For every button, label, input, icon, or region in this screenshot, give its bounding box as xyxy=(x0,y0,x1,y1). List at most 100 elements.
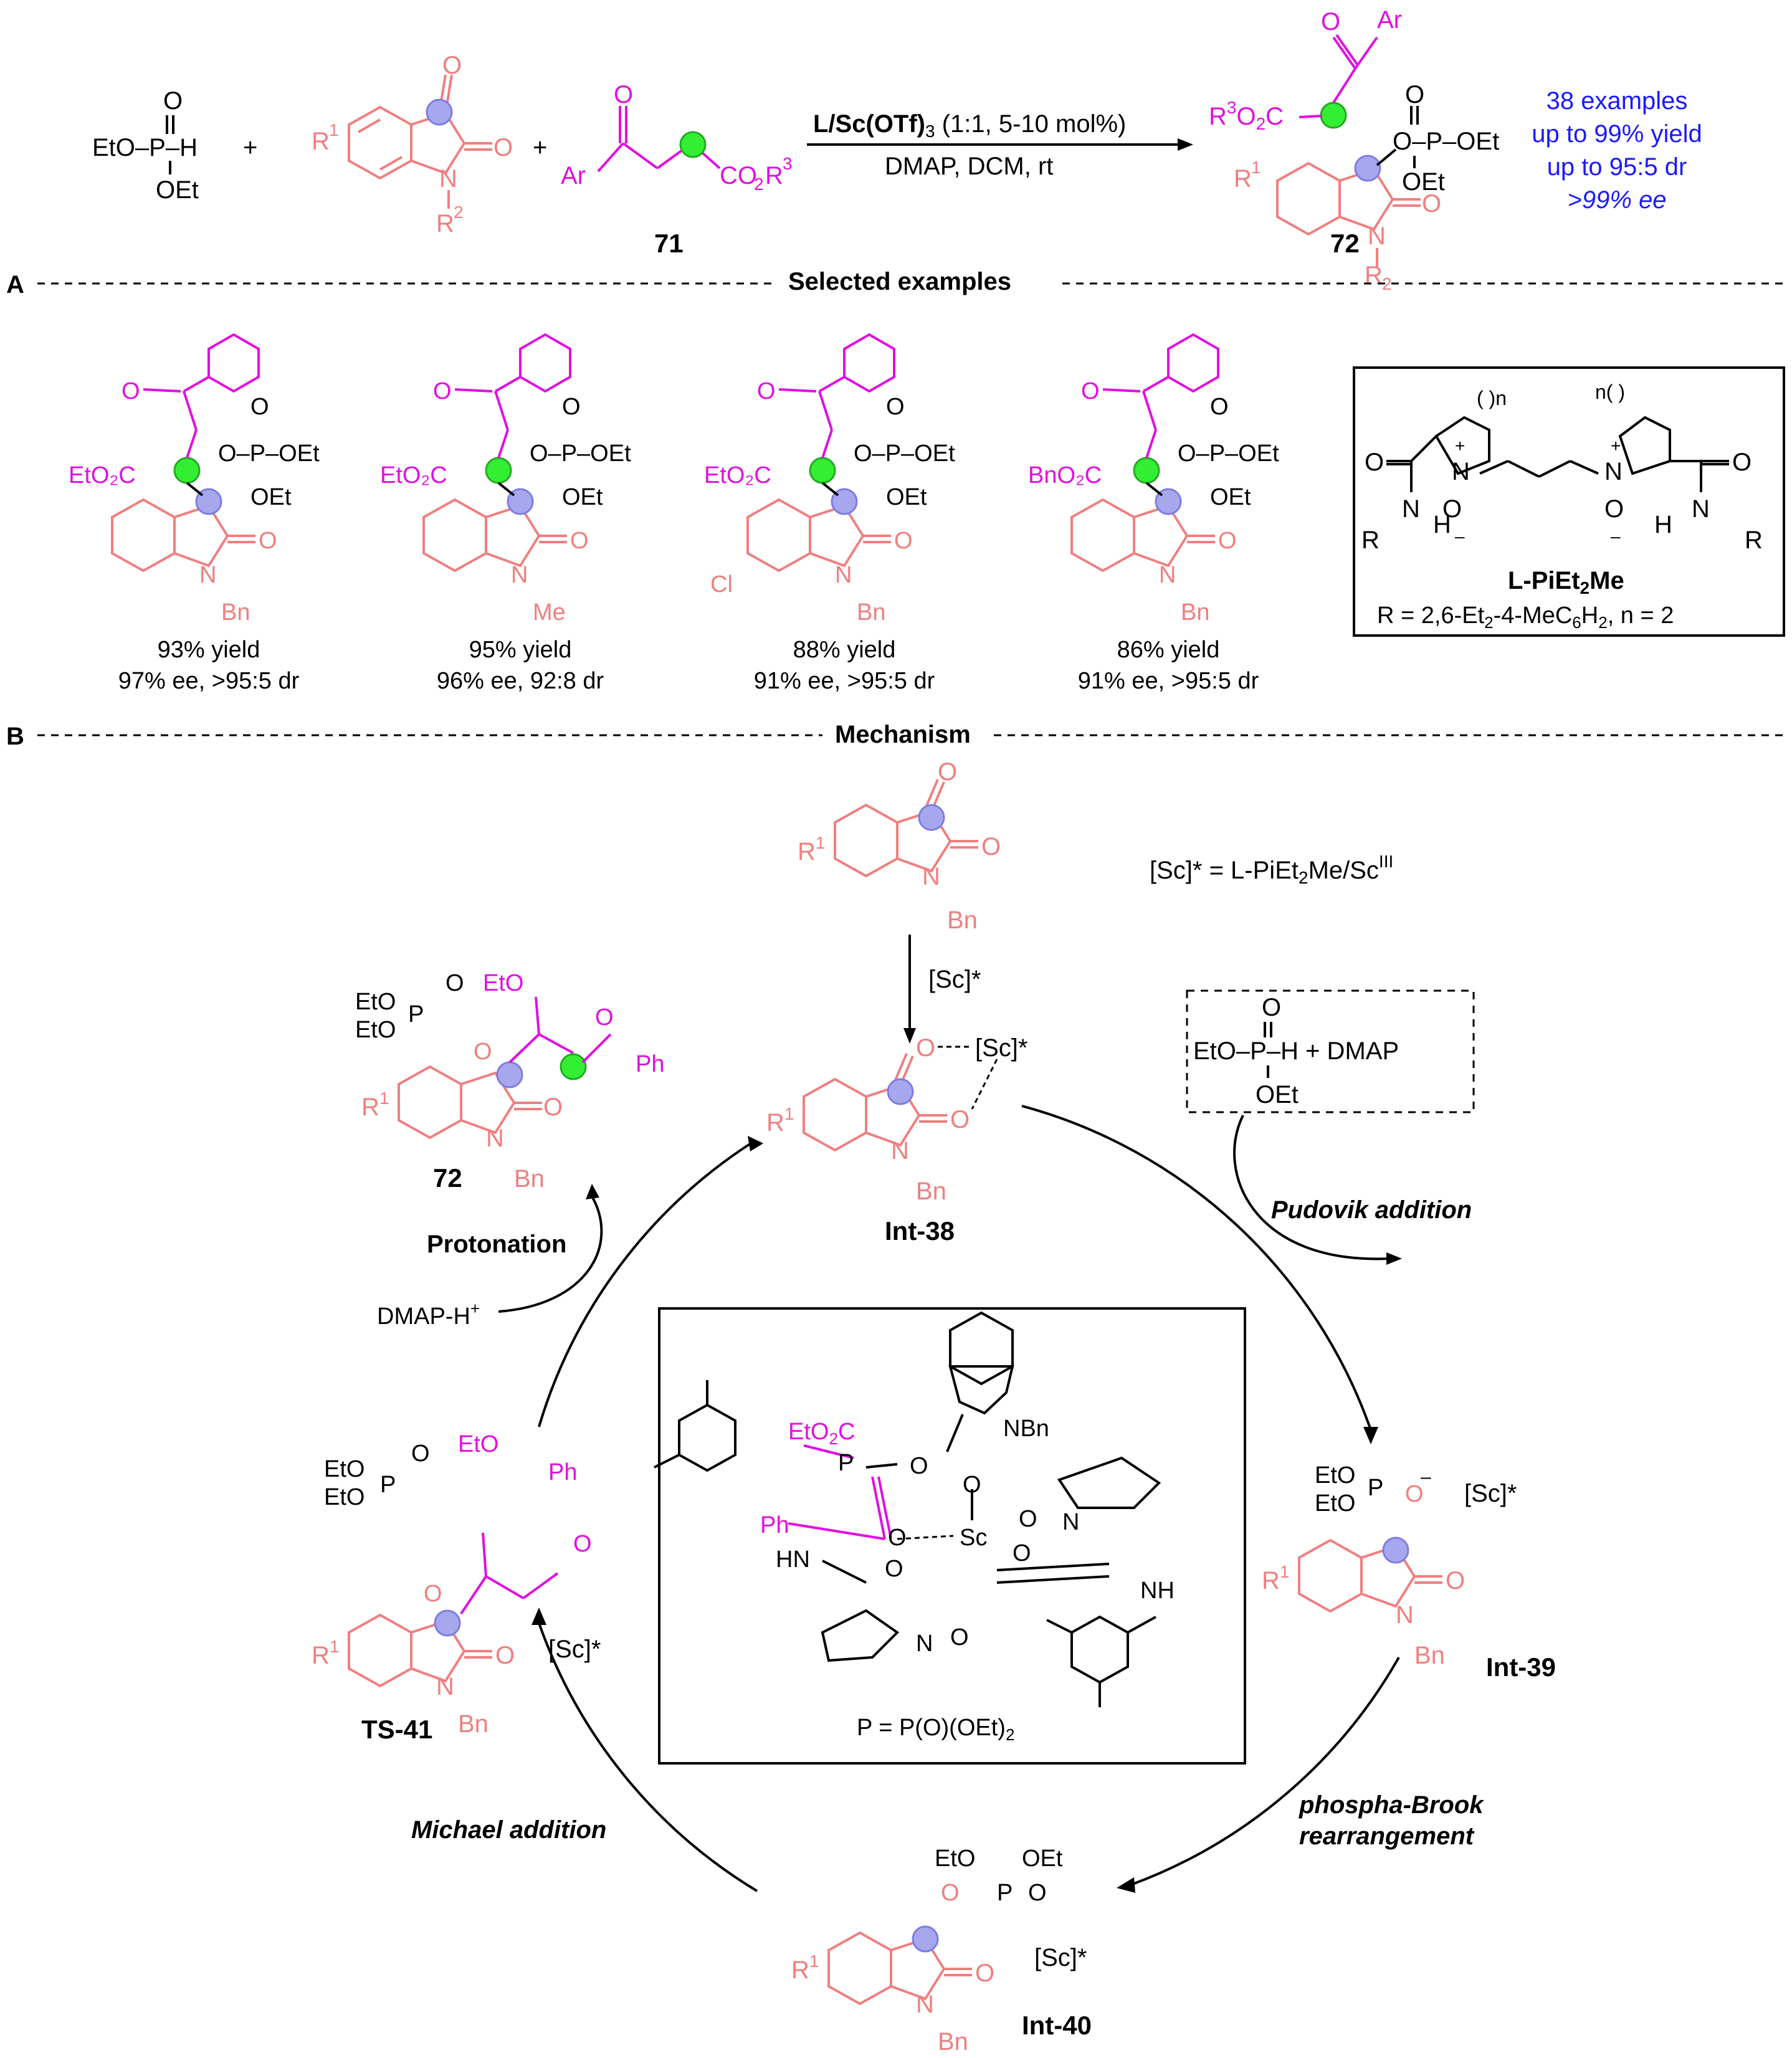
svg-text:R1: R1 xyxy=(798,833,825,865)
example-aryl-substituent: Cl xyxy=(710,571,733,598)
svg-text:N: N xyxy=(436,1673,454,1700)
step-protonation: Protonation xyxy=(427,1231,566,1258)
int-40: O N Bn R1 O EtO P O OEt [Sc]* Int-40 xyxy=(791,1846,1092,2056)
example-n-substituent: Bn xyxy=(857,599,885,626)
svg-text:R: R xyxy=(1234,165,1252,193)
svg-text:EtO: EtO xyxy=(355,989,396,1015)
svg-text:O: O xyxy=(1604,495,1624,523)
svg-text:R1: R1 xyxy=(766,1104,794,1136)
p-definition: P = P(O)(OEt)2 xyxy=(857,1715,1014,1744)
svg-text:Bn: Bn xyxy=(938,2028,968,2056)
reaction-arrow: L/Sc(OTf)3 (1:1, 5-10 mol%) DMAP, DCM, r… xyxy=(807,110,1193,180)
example-selectivity: 91% ee, >95:5 dr xyxy=(1078,668,1259,694)
example-n-substituent: Me xyxy=(533,599,566,626)
catalyst-definition: [Sc]* = L-PiEt2Me/ScIII xyxy=(1150,852,1393,887)
phosphite-formula: EtO–P–H xyxy=(92,134,198,161)
dmap-h: DMAP-H+ xyxy=(377,1299,480,1330)
svg-text:1: 1 xyxy=(329,120,339,140)
svg-text:[Sc]*: [Sc]* xyxy=(1464,1480,1517,1507)
svg-text:N: N xyxy=(922,863,940,890)
svg-text:–: – xyxy=(1455,526,1465,546)
svg-text:rearrangement: rearrangement xyxy=(1299,1822,1475,1850)
svg-text:EtO: EtO xyxy=(483,970,523,996)
svg-text:P: P xyxy=(408,1001,424,1027)
svg-text:Ph: Ph xyxy=(636,1051,664,1077)
svg-text:N: N xyxy=(1402,495,1420,523)
svg-text:O: O xyxy=(259,528,277,554)
svg-text:N: N xyxy=(1396,1601,1414,1629)
svg-text:OEt: OEt xyxy=(250,484,292,510)
section-a-title: Selected examples xyxy=(788,268,1011,295)
diethyl-phosphite: EtO–P–H O OEt xyxy=(92,87,199,204)
mechanism-isatin: O O N Bn R1 xyxy=(798,758,1001,934)
pudovik-reagents-box: EtO–P–H + DMAP O OEt xyxy=(1186,989,1475,1113)
svg-text:( )n: ( )n xyxy=(1477,387,1507,409)
example-selectivity: 96% ee, 92:8 dr xyxy=(437,668,604,694)
example-yield: 86% yield xyxy=(1117,637,1220,663)
example-ester: EtO₂C xyxy=(380,462,447,488)
svg-text:O: O xyxy=(981,833,1001,860)
svg-text:EtO: EtO xyxy=(458,1431,498,1457)
svg-text:N: N xyxy=(916,1631,933,1657)
svg-text:OEt: OEt xyxy=(1022,1846,1063,1872)
svg-text:O: O xyxy=(562,394,581,420)
svg-text:Bn: Bn xyxy=(947,907,978,934)
svg-text:O: O xyxy=(1218,528,1237,554)
svg-text:O: O xyxy=(1405,81,1424,108)
svg-text:O: O xyxy=(1365,449,1384,476)
mechanism-product-72: O N Bn R1 EtO EtO P O O EtO O Ph 72 xyxy=(355,970,664,1193)
svg-text:38 examples: 38 examples xyxy=(1547,87,1688,115)
summary-text: 38 examples up to 99% yield up to 95:5 d… xyxy=(1532,87,1702,214)
step-michael: Michael addition xyxy=(411,1816,606,1844)
catalytic-cycle: Pudovik addition phospha-Brook rearrange… xyxy=(377,1105,1484,1893)
svg-text:O: O xyxy=(493,134,513,161)
svg-text:EtO: EtO xyxy=(935,1846,975,1872)
example-n-substituent: Bn xyxy=(1181,599,1209,626)
svg-text:OEt: OEt xyxy=(1210,484,1251,510)
svg-text:N: N xyxy=(1368,222,1386,250)
svg-text:O: O xyxy=(1019,1506,1037,1532)
svg-text:O: O xyxy=(1732,449,1751,476)
svg-text:OEt: OEt xyxy=(1256,1081,1299,1108)
svg-text:O: O xyxy=(950,1106,970,1133)
step-phospha-brook: phospha-Brook xyxy=(1299,1791,1484,1819)
svg-text:O: O xyxy=(1442,495,1462,523)
plus-sign: + xyxy=(243,134,257,161)
svg-text:2: 2 xyxy=(754,174,764,194)
svg-text:TS-41: TS-41 xyxy=(361,1715,432,1744)
svg-text:+: + xyxy=(1611,436,1621,455)
svg-text:O: O xyxy=(573,1531,592,1557)
svg-text:O: O xyxy=(916,1034,935,1062)
svg-text:O: O xyxy=(1321,8,1340,36)
svg-text:OEt: OEt xyxy=(562,484,603,510)
ligand-definition: R = 2,6-Et2-4-MeC6H2, n = 2 xyxy=(1377,603,1674,632)
svg-text:[Sc]*: [Sc]* xyxy=(1034,1944,1087,1971)
svg-text:P: P xyxy=(380,1472,396,1498)
ligand-name: L-PiEt2Me xyxy=(1508,567,1624,598)
svg-text:–: – xyxy=(1611,526,1621,546)
svg-text:EtO: EtO xyxy=(355,1017,396,1043)
transition-state-box: NBn O EtO2C P Ph O Sc O HN O N O N O O N… xyxy=(654,1307,1246,1765)
svg-text:R: R xyxy=(1745,526,1763,554)
section-a-letter: A xyxy=(6,271,24,298)
svg-text:O: O xyxy=(885,1556,903,1582)
svg-text:Bn: Bn xyxy=(458,1710,489,1738)
svg-text:R: R xyxy=(436,210,454,237)
svg-text:EtO–P–H + DMAP: EtO–P–H + DMAP xyxy=(1193,1037,1399,1065)
svg-text:R1: R1 xyxy=(791,1951,819,1984)
phosphite-oxygen: O xyxy=(163,87,183,115)
svg-text:O: O xyxy=(1028,1880,1047,1906)
example-ester: EtO₂C xyxy=(69,462,136,488)
svg-text:O: O xyxy=(1422,190,1441,217)
svg-text:Int-38: Int-38 xyxy=(885,1216,955,1246)
svg-text:R1: R1 xyxy=(361,1089,389,1121)
section-b-letter: B xyxy=(6,723,24,750)
svg-text:EtO: EtO xyxy=(324,1456,365,1482)
svg-text:P: P xyxy=(838,1450,854,1476)
svg-text:O: O xyxy=(250,394,269,420)
sc-reagent-label: [Sc]* xyxy=(928,966,981,993)
svg-text:–: – xyxy=(1421,1467,1431,1487)
svg-text:O: O xyxy=(1013,1540,1031,1566)
